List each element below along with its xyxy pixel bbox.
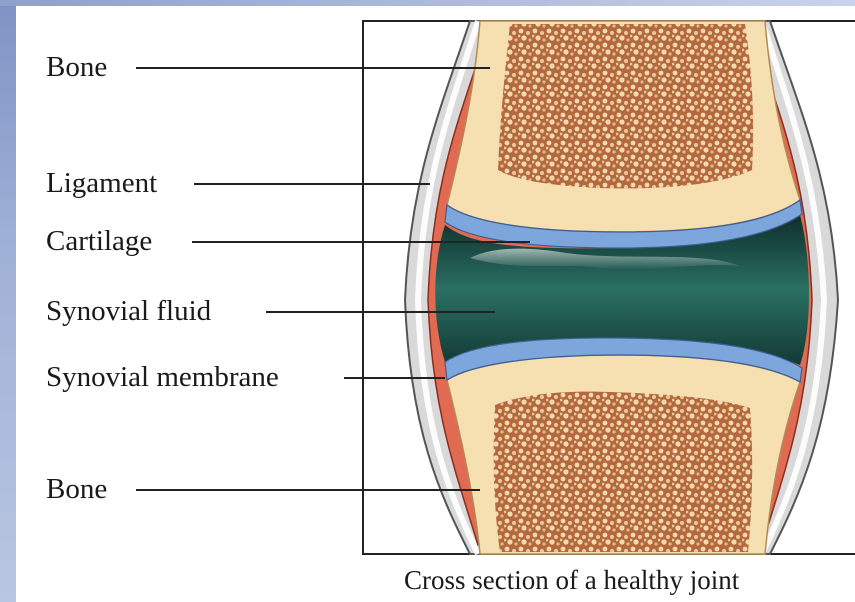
label-cartilage: Cartilage <box>46 227 152 256</box>
upper-spongy-bone <box>498 24 753 188</box>
label-bone-top: Bone <box>46 53 107 82</box>
label-synovial-fluid: Synovial fluid <box>46 297 211 326</box>
label-bone-bottom: Bone <box>46 475 107 504</box>
label-synovial-membrane: Synovial membrane <box>46 363 279 392</box>
diagram-caption: Cross section of a healthy joint <box>404 567 739 594</box>
label-ligament: Ligament <box>46 169 157 198</box>
lower-spongy-bone <box>494 392 753 552</box>
